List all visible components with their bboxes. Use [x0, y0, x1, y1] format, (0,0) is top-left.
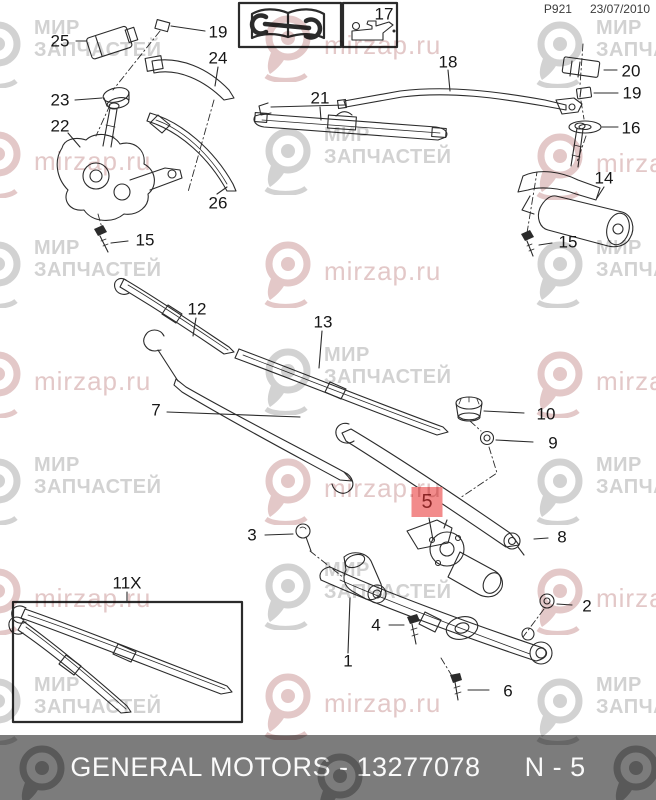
rear-wiper-blade-26 [146, 112, 237, 192]
part-label-13: 13 [313, 312, 333, 332]
part-label-11X: 11X [112, 573, 142, 593]
part-label-6: 6 [503, 681, 513, 701]
part-label-7: 7 [151, 400, 161, 420]
nut-19-right [575, 86, 593, 100]
part-label-19: 19 [208, 22, 228, 42]
part-label-24: 24 [208, 48, 228, 68]
wiper-arm-7 [143, 329, 354, 494]
assembly-axes [95, 30, 587, 677]
part-label-9: 9 [548, 433, 558, 453]
part-label-15: 15 [558, 232, 578, 252]
wiper-linkage-frame-1 [319, 566, 553, 665]
service-blades-box-11x [8, 600, 244, 724]
part-label-21: 21 [310, 88, 330, 108]
pivot-pin-3 [295, 523, 312, 552]
part-label-18: 18 [438, 52, 458, 72]
part-label-14: 14 [594, 168, 614, 188]
footer-sheet-number: N - 5 [524, 752, 586, 782]
part-label-4: 4 [371, 615, 381, 635]
part-label-26: 26 [208, 193, 228, 213]
part-label-19: 19 [622, 83, 642, 103]
wiper-blade-12 [114, 278, 235, 355]
part-label-16: 16 [621, 118, 641, 138]
wiper-arm-18 [258, 88, 583, 116]
oil-legend-box [341, 1, 399, 49]
rear-grommet-23 [102, 87, 130, 109]
part-label-15: 15 [135, 230, 155, 250]
bolt-6 [450, 673, 462, 701]
oil-can-icon [351, 20, 396, 41]
footer-part-number: GENERAL MOTORS - 13277078 [70, 752, 481, 782]
screw-15-right [521, 230, 535, 257]
screw-15-left [94, 225, 109, 253]
crank-ball-joint [343, 552, 387, 604]
part-label-12: 12 [187, 299, 207, 319]
part-label-8: 8 [557, 527, 567, 547]
manual-legend-box [237, 1, 343, 49]
wiper-motor-5 [406, 519, 504, 598]
rear-wiper-arm-24 [144, 55, 235, 101]
part-label-2: 2 [582, 596, 592, 616]
part-label-25: 25 [50, 31, 70, 51]
part-label-20: 20 [621, 61, 641, 81]
nut-2 [539, 593, 555, 609]
pivot-nut-9 [479, 430, 495, 446]
page-header: P921 23/07/2010 [544, 2, 650, 16]
rear-nut-19 [154, 19, 171, 33]
page-date: 23/07/2010 [589, 2, 650, 16]
part-label-22: 22 [50, 116, 70, 136]
book-wrench-icon [249, 8, 326, 40]
wiper-blade-13 [234, 348, 449, 436]
pivot-cap-10 [455, 396, 483, 422]
bolt-4 [407, 614, 420, 645]
part-label-10: 10 [536, 404, 556, 424]
wiper-blade-21 [253, 111, 448, 141]
footer-bar: GENERAL MOTORS - 13277078 N - 5 [0, 735, 656, 800]
wiper-arm-8 [335, 422, 525, 556]
part-label-3: 3 [247, 525, 257, 545]
part-label-17: 17 [374, 4, 394, 24]
page-code: P921 [543, 2, 572, 16]
rear-wiper-motor-22 [56, 102, 183, 221]
rear-wiper-cap-25 [86, 25, 139, 60]
wiper-parts-diagram [8, 1, 634, 724]
part-label-23: 23 [50, 90, 70, 110]
part-label-1: 1 [343, 651, 353, 671]
part-label-5: 5 [411, 487, 443, 517]
